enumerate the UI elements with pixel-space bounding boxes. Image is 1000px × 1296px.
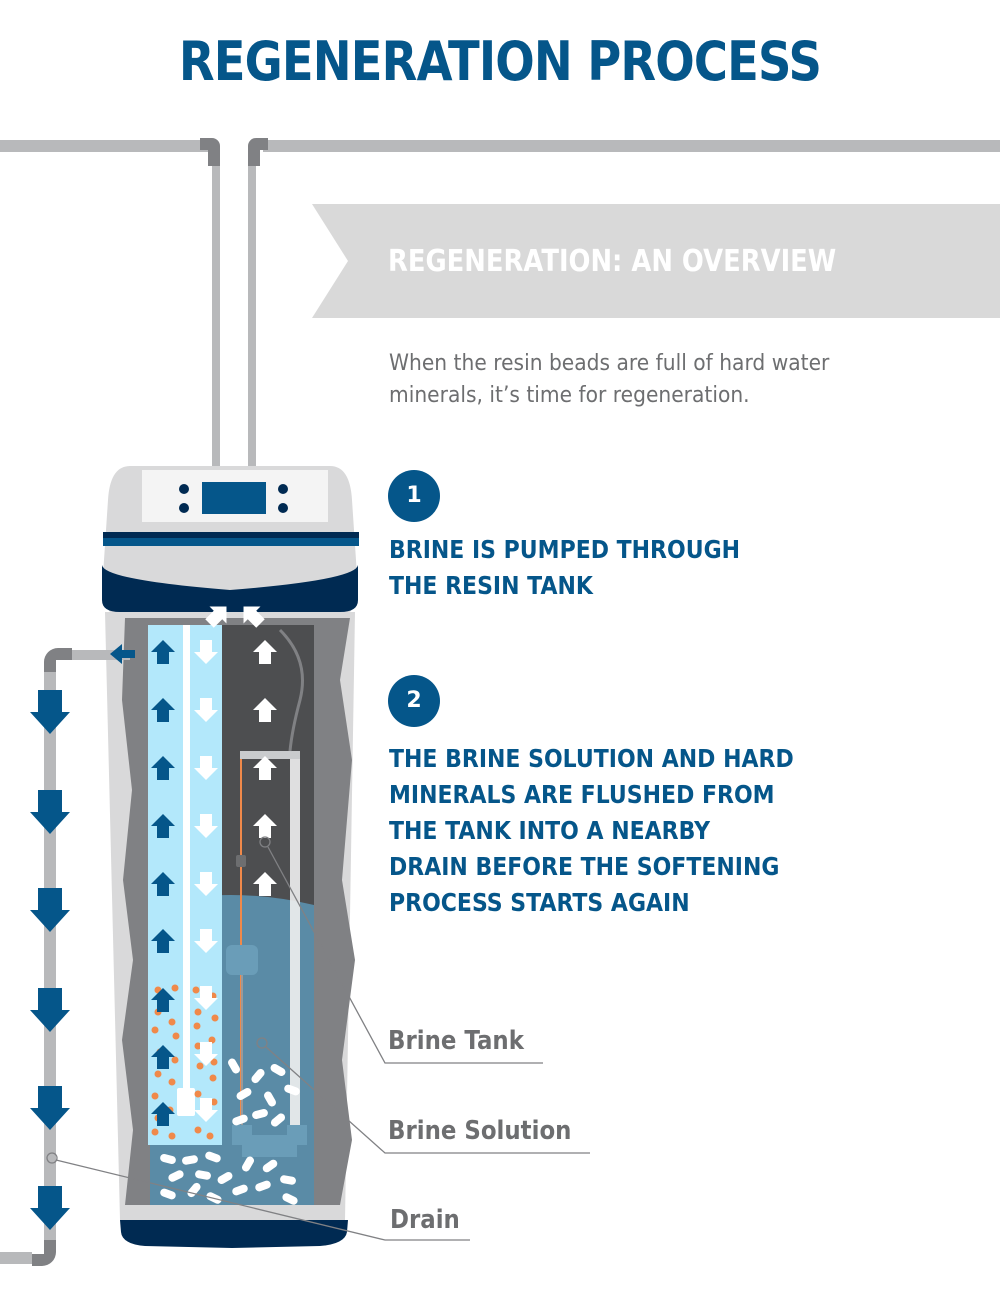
callout-brine-solution: Brine Solution — [388, 1116, 572, 1146]
overview-banner — [312, 204, 1000, 318]
salt-pellets — [160, 1058, 300, 1205]
display-screen — [202, 482, 266, 514]
control-button[interactable] — [179, 503, 189, 513]
control-button[interactable] — [278, 503, 288, 513]
tank-base — [120, 1220, 348, 1248]
overview-title: REGENERATION: AN OVERVIEW — [388, 244, 837, 279]
control-button[interactable] — [278, 484, 288, 494]
page-title: REGENERATION PROCESS — [178, 30, 822, 93]
control-button[interactable] — [179, 484, 189, 494]
callout-drain: Drain — [390, 1205, 460, 1235]
top-water-pipes — [0, 138, 1000, 471]
riser-tube — [183, 625, 190, 1095]
step-1-text: BRINE IS PUMPED THROUGH THE RESIN TANK — [389, 535, 741, 600]
callout-lines — [46, 836, 590, 1241]
softener-control-head — [102, 466, 359, 640]
step-2-text: THE BRINE SOLUTION AND HARD MINERALS ARE… — [389, 744, 794, 917]
outflow-arrow-icon — [110, 644, 135, 664]
overview-intro: When the resin beads are full of hard wa… — [389, 351, 830, 408]
callout-brine-tank: Brine Tank — [388, 1026, 524, 1056]
step-number-badge: 1 — [388, 470, 440, 522]
step-number-badge: 2 — [388, 675, 440, 727]
